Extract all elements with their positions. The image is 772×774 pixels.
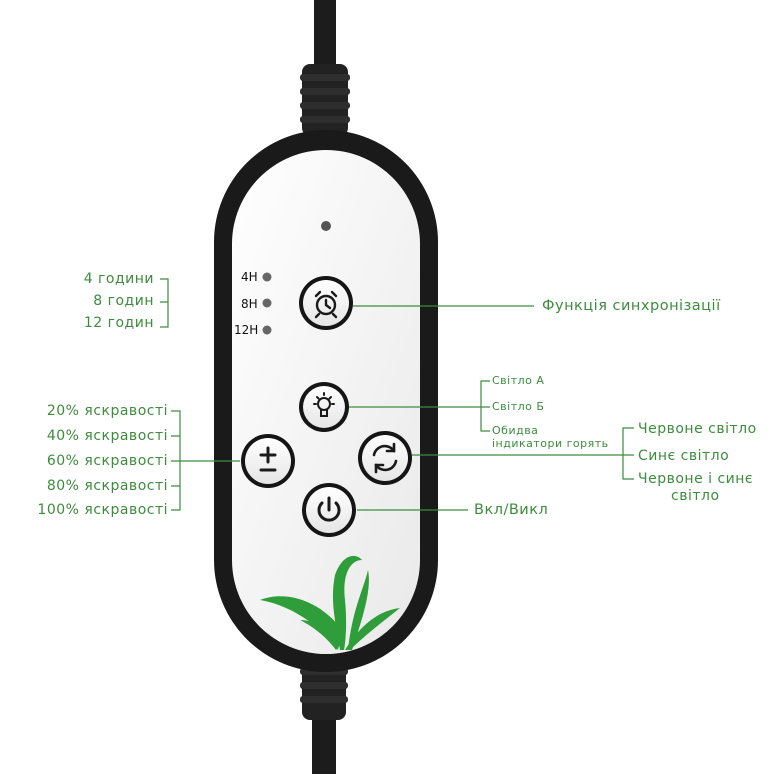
timer-label-8h: 8 годин: [93, 293, 154, 309]
bottom-strain-relief: [300, 660, 348, 720]
alarm-clock-icon: [314, 290, 338, 319]
brightness-label-80: 80% яскравості: [46, 478, 168, 494]
brightness-label-100: 100% яскравості: [37, 502, 168, 518]
brightness-label-20: 20% яскравості: [46, 403, 168, 419]
plant-icon: [260, 555, 400, 650]
power-label: Вкл/Викл: [474, 502, 549, 518]
timer-label-4h: 4 години: [83, 271, 154, 287]
status-led: [321, 221, 331, 231]
top-cable: [314, 0, 336, 70]
light-mode-button[interactable]: [299, 382, 349, 432]
color-mode-button[interactable]: [358, 431, 412, 485]
light-mode-label-both-cont: індикатори горять: [492, 437, 609, 450]
light-mode-label-b: Світло Б: [492, 400, 545, 413]
timer-mark-4h: 4H: [241, 270, 258, 284]
color-label-blue: Синє світло: [638, 448, 730, 464]
color-label-both-cont: світло: [671, 488, 720, 504]
timer-led-8h: [262, 298, 272, 308]
power-icon: [317, 496, 341, 522]
top-strain-relief: [300, 64, 350, 136]
color-label-both: Червоне і синє: [638, 471, 754, 487]
refresh-icon: [372, 442, 398, 474]
timer-mark-12h: 12H: [234, 323, 259, 337]
plus-minus-icon: [259, 446, 277, 472]
color-label-red: Червоне світло: [638, 421, 757, 437]
bottom-cable: [312, 712, 336, 774]
timer-led-4h: [262, 272, 272, 282]
leader-lines: [160, 278, 634, 511]
brightness-label-60: 60% яскравості: [46, 453, 168, 469]
timer-mark-8h: 8H: [241, 297, 258, 311]
light-mode-label-a: Світло А: [492, 374, 545, 387]
light-mode-label-both: Обидва: [492, 424, 539, 437]
brightness-label-40: 40% яскравості: [46, 428, 168, 444]
sync-label: Функція синхронізації: [542, 298, 721, 314]
timer-led-12h: [262, 325, 272, 335]
timer-label-12h: 12 годин: [83, 315, 154, 331]
bulb-icon: [313, 392, 335, 417]
